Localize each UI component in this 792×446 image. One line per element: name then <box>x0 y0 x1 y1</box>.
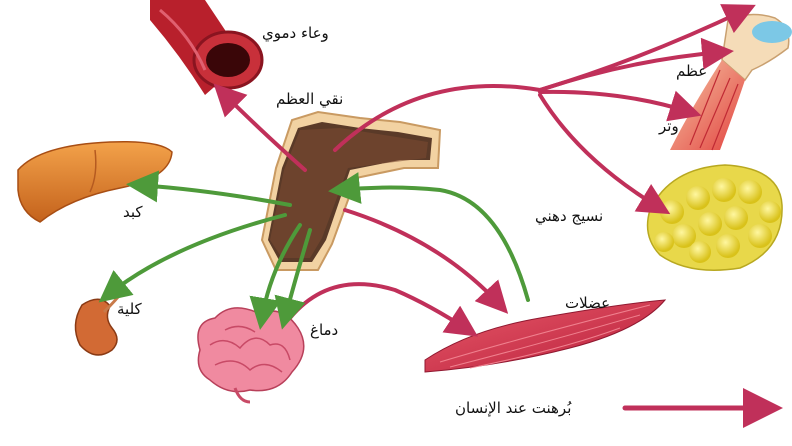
muscle-illustration <box>424 299 667 373</box>
label-brain: دماغ <box>310 321 339 339</box>
liver-illustration <box>17 140 173 223</box>
blood-vessel-illustration <box>150 0 264 95</box>
label-bone-marrow: نقي العظم <box>276 90 344 108</box>
label-muscles: عضلات <box>565 294 611 312</box>
brain-illustration <box>197 307 305 404</box>
red-arrows <box>213 4 756 337</box>
label-tendon: وتر <box>659 117 679 135</box>
legend-text: بُرهنت عند الإنسان <box>455 399 572 417</box>
green-arrows <box>98 170 530 330</box>
label-liver: كبد <box>123 203 143 221</box>
label-kidney: كلية <box>117 300 142 318</box>
label-blood-vessel: وعاء دموي <box>262 24 329 42</box>
label-fat-tissue: نسيج دهني <box>535 207 604 225</box>
fat-tissue-illustration <box>646 164 783 271</box>
label-bone: عظم <box>676 62 708 80</box>
